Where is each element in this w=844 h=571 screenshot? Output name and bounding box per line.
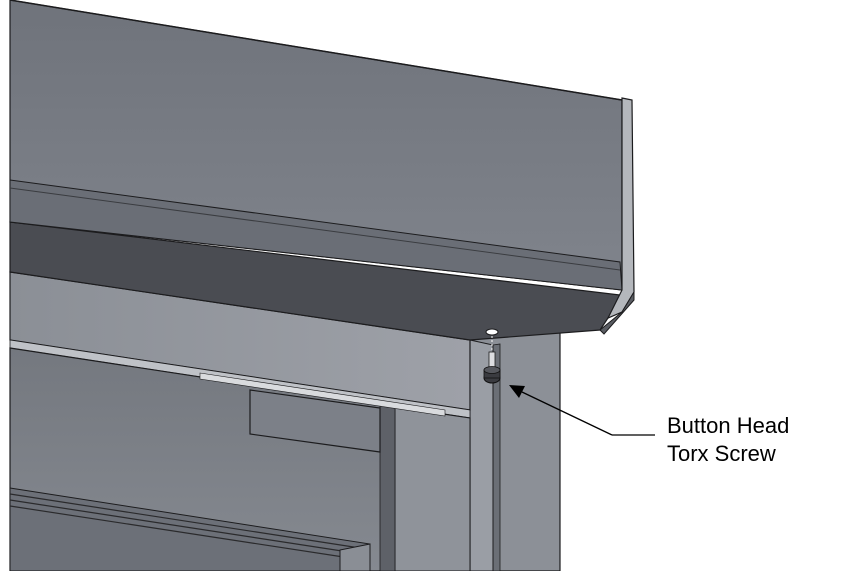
hood-lip (599, 97, 635, 335)
screw-hole (485, 328, 499, 336)
callout-leader (509, 385, 655, 436)
callout-label: Button Head Torx Screw (667, 412, 837, 468)
button-head-torx-screw (483, 351, 501, 384)
right-post (469, 327, 561, 571)
callout-line-2: Torx Screw (667, 441, 776, 466)
callout-line-1: Button Head (667, 413, 790, 438)
latch-plate (249, 389, 381, 453)
window-frame (9, 487, 371, 571)
